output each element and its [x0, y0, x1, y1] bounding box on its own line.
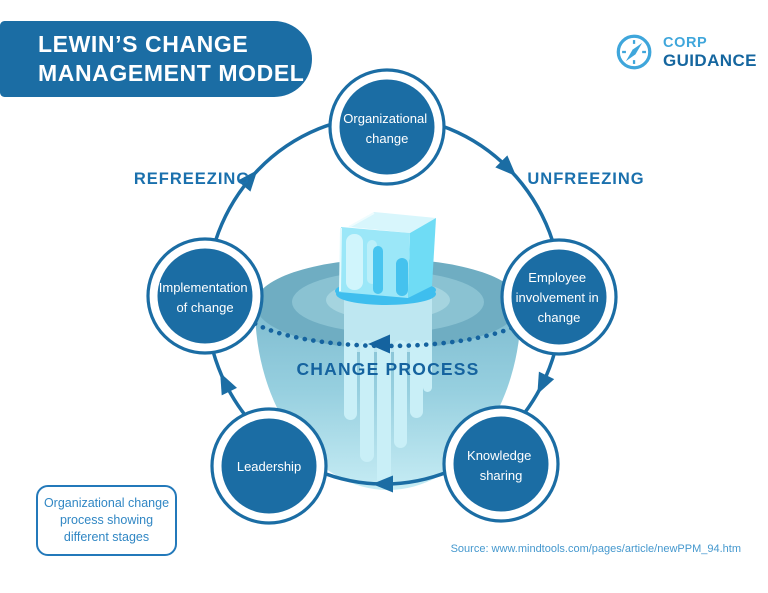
svg-text:Employee involvement i: Employee involvement in change: [516, 270, 603, 325]
node-label: involvement in: [516, 290, 599, 305]
caption-box: Organizational change process showing di…: [36, 485, 177, 556]
page-title-line2: MANAGEMENT MODEL: [38, 60, 305, 86]
node-label: of change: [176, 300, 233, 315]
node-label: change: [538, 310, 581, 325]
node-label: change: [366, 131, 409, 146]
logo-text: CORP GUIDANCE: [663, 35, 757, 70]
melt-column-and-drips: [344, 296, 432, 488]
arrow-left-up-icon: [220, 372, 237, 396]
cycle-arrowheads: [220, 155, 555, 493]
dotted-arrow-left-icon: [368, 334, 390, 354]
node-leadership: Leadership: [210, 407, 328, 525]
logo-corp-text: CORP: [663, 34, 708, 51]
node-label: sharing: [480, 468, 523, 483]
node-organizational-change: Organizational change: [328, 68, 446, 186]
svg-text:Implementation of chan: Implementation of change: [159, 280, 252, 315]
svg-text:Knowledge sharing: Knowledge sharing: [467, 448, 535, 483]
caption-line: different stages: [63, 530, 150, 544]
node-knowledge-sharing: Knowledge sharing: [442, 405, 560, 523]
arrow-right-down-icon: [537, 371, 555, 395]
page-title-line1: LEWIN’S CHANGE: [38, 31, 249, 57]
arrow-unfreezing-icon: [495, 155, 517, 177]
node-employee-involvement: Employee involvement in change: [500, 238, 618, 356]
arrow-bottom-icon: [372, 475, 393, 493]
ice-cube: [339, 212, 436, 298]
refreezing-label: REFREEZING: [134, 170, 250, 188]
caption-line: process showing: [59, 513, 154, 527]
unfreezing-label: UNFREEZING: [527, 170, 644, 188]
change-process-label: CHANGE PROCESS: [296, 359, 479, 379]
title-banner: LEWIN’S CHANGE MANAGEMENT MODEL: [0, 21, 312, 97]
logo: CORP GUIDANCE: [614, 31, 757, 73]
arrow-refreezing-icon: [237, 170, 258, 192]
svg-text:Organizational change: Organizational change: [343, 111, 430, 146]
compass-icon: [616, 34, 652, 70]
node-label: Knowledge: [467, 448, 531, 463]
source-text: Source: www.mindtools.com/pages/article/…: [450, 543, 741, 555]
node-label: Leadership: [237, 459, 301, 474]
node-label: Organizational: [343, 111, 427, 126]
logo-guidance-text: GUIDANCE: [663, 50, 757, 70]
svg-text:Leadership: Leadership: [237, 459, 301, 474]
node-label: Implementation: [159, 280, 248, 295]
node-label: Employee: [528, 270, 586, 285]
caption-line: Organizational change: [43, 496, 170, 510]
node-implementation-of-change: Implementation of change: [146, 237, 264, 355]
